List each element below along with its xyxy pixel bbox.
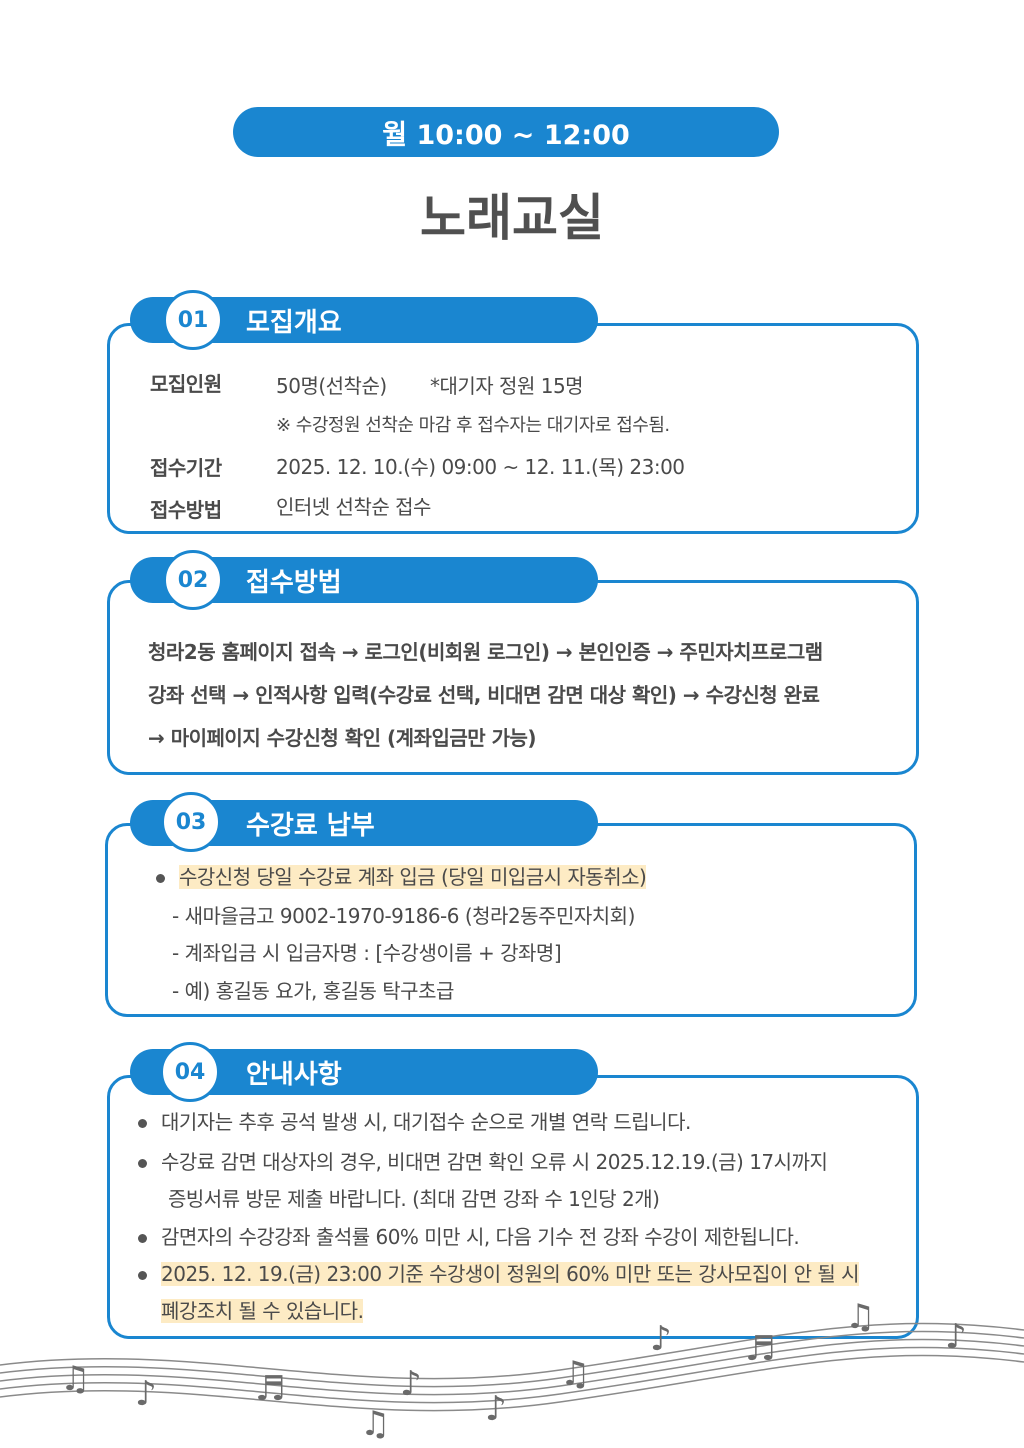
- music-note-icon: ♪: [135, 1374, 157, 1414]
- notice-item-cont: 증빙서류 방문 제출 바랍니다. (최대 감면 강좌 수 1인당 2개): [168, 1187, 660, 1211]
- highlighted-text: 수강신청 당일 수강료 계좌 입금 (당일 미입금시 자동취소): [179, 865, 647, 889]
- payment-detail: - 예) 홍길동 요가, 홍길동 탁구초급: [172, 979, 454, 1003]
- music-note-icon: ♪: [400, 1364, 422, 1404]
- notice-item: 수강료 감면 대상자의 경우, 비대면 감면 확인 오류 시 2025.12.1…: [138, 1146, 828, 1175]
- section-notice: [107, 1075, 919, 1339]
- music-note-icon: ♫: [60, 1359, 90, 1399]
- notice-item: 대기자는 추후 공석 발생 시, 대기접수 순으로 개별 연락 드립니다.: [138, 1106, 691, 1135]
- row-value: 인터넷 선착순 접수: [276, 495, 431, 519]
- row-label: 접수방법: [150, 498, 222, 522]
- row-value: 50명(선착순): [276, 374, 387, 398]
- section-number: 03: [161, 792, 221, 852]
- notice-item-cont: 폐강조치 될 수 있습니다.: [161, 1295, 364, 1324]
- notice-item: 2025. 12. 19.(금) 23:00 기준 수강생이 정원의 60% 미…: [138, 1258, 860, 1287]
- bullet-icon: [138, 1159, 147, 1168]
- payment-detail: - 계좌입금 시 입금자명 : [수강생이름 + 강좌명]: [172, 941, 562, 965]
- music-note-icon: ♫: [360, 1404, 390, 1444]
- section-number: 04: [160, 1042, 220, 1102]
- highlighted-text: 2025. 12. 19.(금) 23:00 기준 수강생이 정원의 60% 미…: [161, 1262, 860, 1286]
- row-extra: *대기자 정원 15명: [430, 374, 584, 398]
- step-line: → 마이페이지 수강신청 확인 (계좌입금만 가능): [148, 726, 537, 750]
- page-title: 노래교실: [420, 189, 604, 247]
- music-note-icon: ♫: [560, 1354, 590, 1394]
- section-number: 02: [163, 550, 223, 610]
- music-note-icon: ♫: [845, 1297, 875, 1337]
- music-note-icon: ♬: [745, 1329, 775, 1369]
- section-payment: [105, 823, 917, 1017]
- section-number: 01: [163, 290, 223, 350]
- bullet-icon: [138, 1234, 147, 1243]
- music-note-icon: ♪: [945, 1317, 967, 1357]
- row-note: ※ 수강정원 선착순 마감 후 접수자는 대기자로 접수됨.: [276, 415, 670, 436]
- bullet-icon: [156, 874, 165, 883]
- music-note-icon: ♬: [255, 1369, 285, 1409]
- payment-bullet: 수강신청 당일 수강료 계좌 입금 (당일 미입금시 자동취소): [156, 861, 647, 890]
- row-label: 접수기간: [150, 456, 222, 480]
- bullet-icon: [138, 1271, 147, 1280]
- music-note-icon: ♪: [650, 1319, 672, 1359]
- music-note-icon: ♪: [485, 1389, 507, 1429]
- step-line: 청라2동 홈페이지 접속 → 로그인(비회원 로그인) → 본인인증 → 주민자…: [148, 640, 823, 664]
- notice-item: 감면자의 수강강좌 출석률 60% 미만 시, 다음 기수 전 강좌 수강이 제…: [138, 1221, 800, 1250]
- highlighted-text: 폐강조치 될 수 있습니다.: [161, 1299, 364, 1323]
- payment-detail: - 새마을금고 9002-1970-9186-6 (청라2동주민자치회): [172, 904, 635, 928]
- row-label: 모집인원: [150, 372, 222, 396]
- row-value: 2025. 12. 10.(수) 09:00 ~ 12. 11.(목) 23:0…: [276, 455, 685, 479]
- music-staff-decoration: ♫ ♪ ♬ ♫ ♪ ♪ ♫ ♪ ♬ ♫ ♪: [0, 1297, 1024, 1444]
- schedule-badge: 월 10:00 ~ 12:00: [233, 107, 779, 157]
- bullet-icon: [138, 1119, 147, 1128]
- step-line: 강좌 선택 → 인적사항 입력(수강료 선택, 비대면 감면 대상 확인) → …: [148, 683, 820, 707]
